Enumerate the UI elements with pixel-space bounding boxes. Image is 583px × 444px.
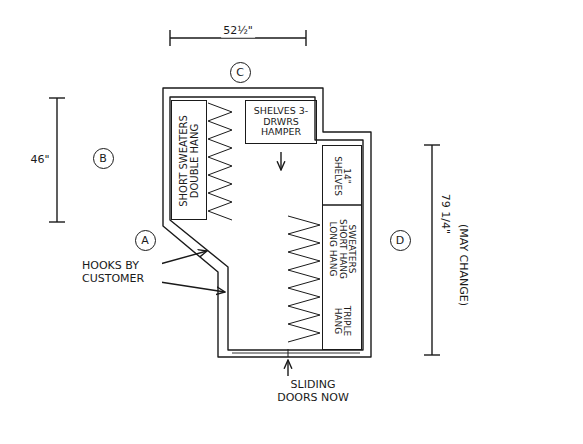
callout-letter: C bbox=[230, 62, 251, 83]
dimension-tick bbox=[424, 354, 440, 355]
callout-text: HOOKS BY CUSTOMER bbox=[80, 260, 162, 285]
dimension-line bbox=[56, 98, 57, 222]
dimension-tick bbox=[49, 97, 65, 98]
inner-wall bbox=[170, 97, 363, 350]
leader-line bbox=[287, 360, 288, 376]
dimension-tick bbox=[424, 144, 440, 145]
node-text: C bbox=[236, 67, 244, 78]
dimension-tick bbox=[169, 30, 170, 46]
hanging-section: SHORT SWEATERS DOUBLE HANG bbox=[171, 100, 207, 220]
dimension-label: 52½" bbox=[221, 25, 255, 38]
leader-line bbox=[160, 282, 225, 292]
direction-arrow bbox=[280, 152, 281, 170]
shelf-unit: SHELVES 3-DRWRS HAMPER bbox=[245, 100, 317, 144]
leader-line bbox=[160, 251, 207, 264]
hanger-zigzag bbox=[288, 216, 320, 342]
dimension-tick bbox=[49, 221, 65, 222]
callout-letter: A bbox=[135, 230, 156, 251]
dimension-label: 79 1/4" bbox=[439, 192, 452, 236]
hanger-zigzag bbox=[208, 103, 232, 220]
callout-letter: D bbox=[390, 230, 411, 251]
dimension-line bbox=[431, 145, 432, 355]
node-text: TRIPLE HANG bbox=[333, 294, 352, 348]
node-text: SHELVES 3-DRWRS HAMPER bbox=[248, 106, 314, 139]
shelf-divider bbox=[322, 204, 362, 205]
dimension-line bbox=[170, 37, 306, 38]
dimension-label: 46" bbox=[28, 154, 51, 167]
node-text: 14" SHELVES bbox=[333, 149, 352, 203]
dimension-tick bbox=[305, 30, 306, 46]
hanger-marks bbox=[208, 103, 320, 342]
note-text: (MAY CHANGE) bbox=[457, 222, 470, 308]
door-mark bbox=[288, 349, 289, 357]
callout-letter: B bbox=[93, 148, 114, 169]
sliding-door bbox=[232, 353, 360, 354]
node-text: A bbox=[141, 235, 149, 246]
node-text: D bbox=[396, 235, 404, 246]
hanging-section: 14" SHELVES SWEATERS SHORT HANG LONG HANG… bbox=[322, 145, 362, 350]
node-text: SHORT SWEATERS DOUBLE HANG bbox=[179, 104, 200, 218]
outer-wall bbox=[163, 88, 371, 357]
node-text: B bbox=[99, 153, 107, 164]
node-text: SWEATERS SHORT HANG LONG HANG bbox=[328, 209, 356, 288]
callout-text: SLIDING DOORS NOW bbox=[271, 379, 355, 404]
